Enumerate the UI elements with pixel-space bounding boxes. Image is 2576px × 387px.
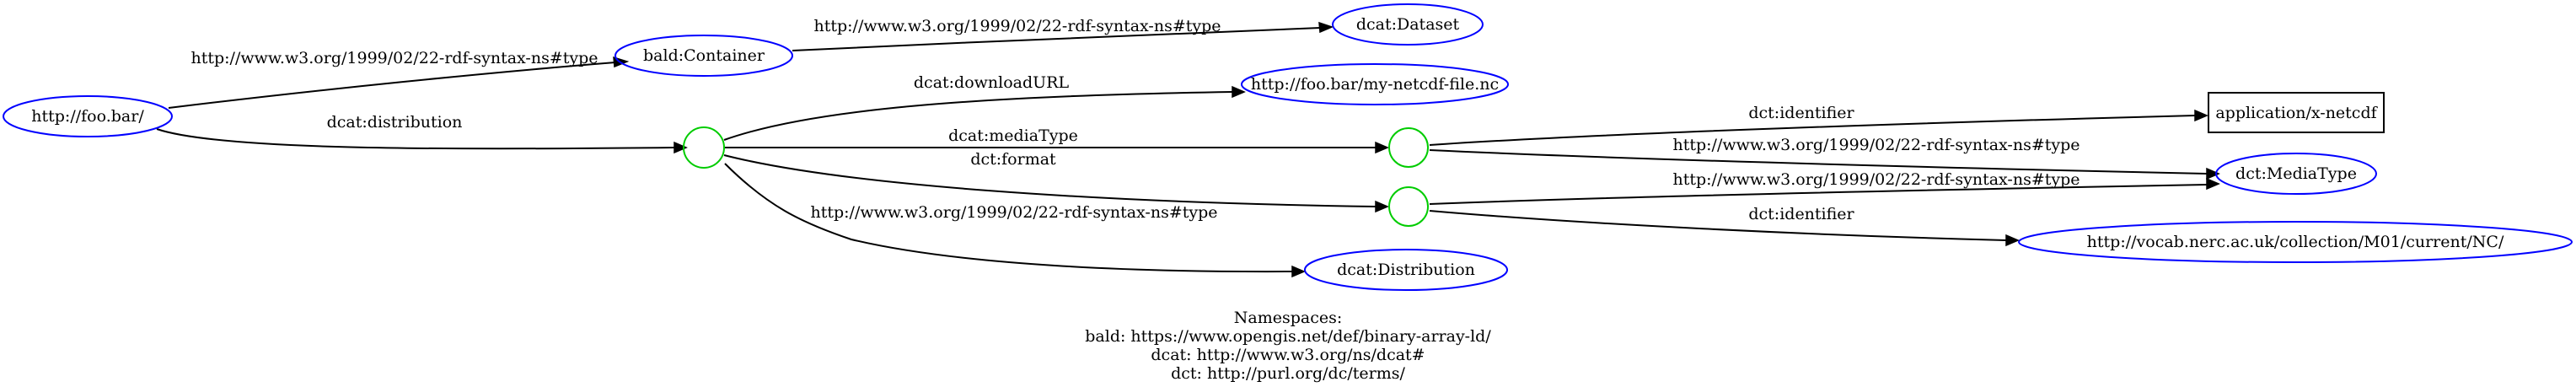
svg-text:http://foo.bar/my-netcdf-file.: http://foo.bar/my-netcdf-file.nc xyxy=(1251,75,1499,94)
namespace-line: bald: https://www.opengis.net/def/binary… xyxy=(1085,327,1491,346)
node-foo-bar: http://foo.bar/ xyxy=(3,95,173,137)
edge-foobar-distribution: dcat:distribution xyxy=(156,113,688,154)
edge-container-dataset: http://www.w3.org/1999/02/22-rdf-syntax-… xyxy=(792,17,1334,51)
svg-text:dct:MediaType: dct:MediaType xyxy=(2235,164,2357,183)
edge-label-rdf-type: http://www.w3.org/1999/02/22-rdf-syntax-… xyxy=(1672,136,2080,154)
namespaces-legend: Namespaces: bald: https://www.opengis.ne… xyxy=(1085,309,1491,383)
edge-label-rdf-type: http://www.w3.org/1999/02/22-rdf-syntax-… xyxy=(810,203,1217,222)
namespaces-title: Namespaces: xyxy=(1234,309,1343,327)
node-blank-distribution xyxy=(683,126,725,169)
namespace-line: dcat: http://www.w3.org/ns/dcat# xyxy=(1151,346,1425,364)
node-bald-container: bald:Container xyxy=(614,35,793,77)
svg-text:http://vocab.nerc.ac.uk/collec: http://vocab.nerc.ac.uk/collection/M01/c… xyxy=(2087,233,2504,251)
edge-blank1-distribution-type: http://www.w3.org/1999/02/22-rdf-syntax-… xyxy=(724,163,1306,278)
edge-label-rdf-type: http://www.w3.org/1999/02/22-rdf-syntax-… xyxy=(813,17,1221,35)
edge-label-identifier: dct:identifier xyxy=(1748,104,1854,122)
edge-blank1-format: dct:format xyxy=(723,150,1389,213)
edge-blank2-mediatype-type: http://www.w3.org/1999/02/22-rdf-syntax-… xyxy=(1429,136,2220,180)
node-dcat-dataset: dcat:Dataset xyxy=(1332,3,1484,46)
edge-blank3-mediatype-type: http://www.w3.org/1999/02/22-rdf-syntax-… xyxy=(1429,170,2220,205)
namespace-line: dct: http://purl.org/dc/terms/ xyxy=(1171,364,1405,383)
edge-blank2-identifier: dct:identifier xyxy=(1429,104,2208,146)
svg-text:bald:Container: bald:Container xyxy=(643,46,765,65)
svg-text:dcat:Distribution: dcat:Distribution xyxy=(1337,261,1475,279)
node-dcat-distribution: dcat:Distribution xyxy=(1304,249,1508,291)
node-dct-mediatype: dct:MediaType xyxy=(2215,153,2377,195)
edge-blank1-mediatype: dcat:mediaType xyxy=(725,126,1389,154)
edge-label-identifier: dct:identifier xyxy=(1748,205,1854,223)
node-blank-format xyxy=(1388,186,1429,227)
svg-text:dcat:Dataset: dcat:Dataset xyxy=(1356,15,1460,34)
edge-blank3-identifier: dct:identifier xyxy=(1429,205,2020,247)
edge-label-rdf-type: http://www.w3.org/1999/02/22-rdf-syntax-… xyxy=(1672,170,2080,189)
node-netcdf-file: http://foo.bar/my-netcdf-file.nc xyxy=(1241,63,1509,105)
svg-text:application/x-netcdf: application/x-netcdf xyxy=(2215,104,2378,122)
node-blank-mediatype xyxy=(1388,127,1429,168)
edge-blank1-downloadurl: dcat:downloadURL xyxy=(723,73,1246,141)
node-mime-literal: application/x-netcdf xyxy=(2208,92,2385,133)
edge-label-download-url: dcat:downloadURL xyxy=(914,73,1070,92)
node-vocab-nc: http://vocab.nerc.ac.uk/collection/M01/c… xyxy=(2018,221,2573,263)
edge-label-rdf-type: http://www.w3.org/1999/02/22-rdf-syntax-… xyxy=(191,49,598,67)
edge-label-media-type: dcat:mediaType xyxy=(948,126,1078,145)
edge-foobar-container: http://www.w3.org/1999/02/22-rdf-syntax-… xyxy=(168,49,630,109)
edge-label-format: dct:format xyxy=(970,150,1056,169)
svg-text:http://foo.bar/: http://foo.bar/ xyxy=(31,107,144,126)
edge-label-distribution: dcat:distribution xyxy=(327,113,463,132)
